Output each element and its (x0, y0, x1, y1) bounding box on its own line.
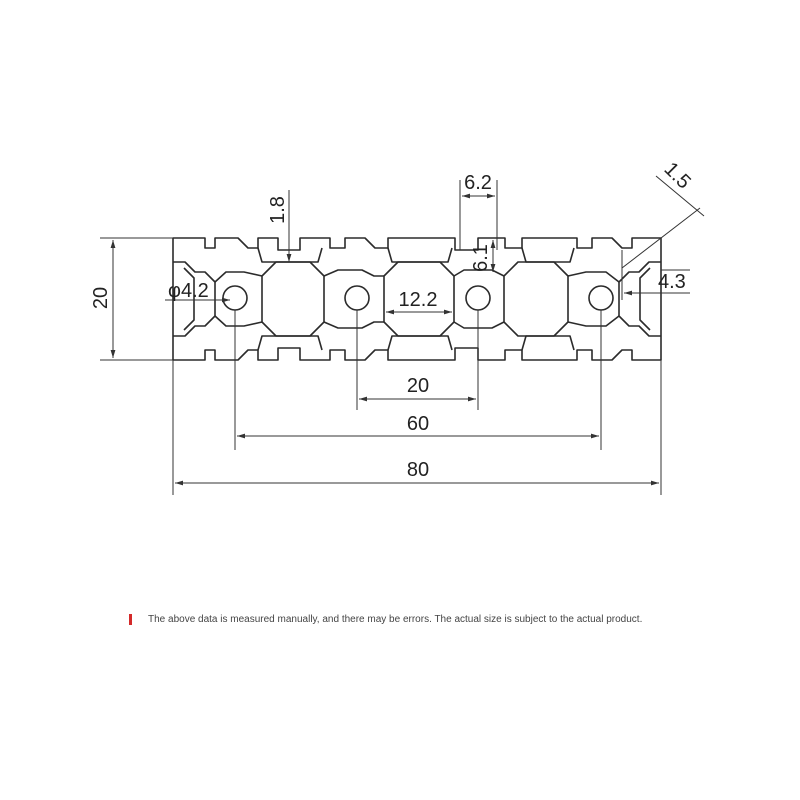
label-outer-pitch: 60 (407, 413, 429, 435)
dim-leader-wall-angle-tick (655, 175, 705, 217)
label-core-width: 12.2 (399, 289, 438, 311)
label-hole-diameter: φ4.2 (168, 280, 209, 302)
label-edge-offset: 4.3 (658, 271, 686, 293)
label-height: 20 (90, 287, 112, 309)
dim-leader-wall-angle (621, 207, 701, 269)
extension-lines (100, 180, 690, 495)
label-slot-depth: 6.1 (470, 244, 492, 272)
label-web-thickness: 1.8 (267, 196, 289, 224)
label-wall-angle: 1.5 (660, 158, 695, 193)
label-slot-opening: 6.2 (464, 172, 492, 194)
label-overall-width: 80 (407, 459, 429, 481)
disclaimer-note: The above data is measured manually, and… (129, 614, 693, 625)
label-pitch: 20 (407, 375, 429, 397)
disclaimer-text: The above data is measured manually, and… (148, 614, 643, 625)
